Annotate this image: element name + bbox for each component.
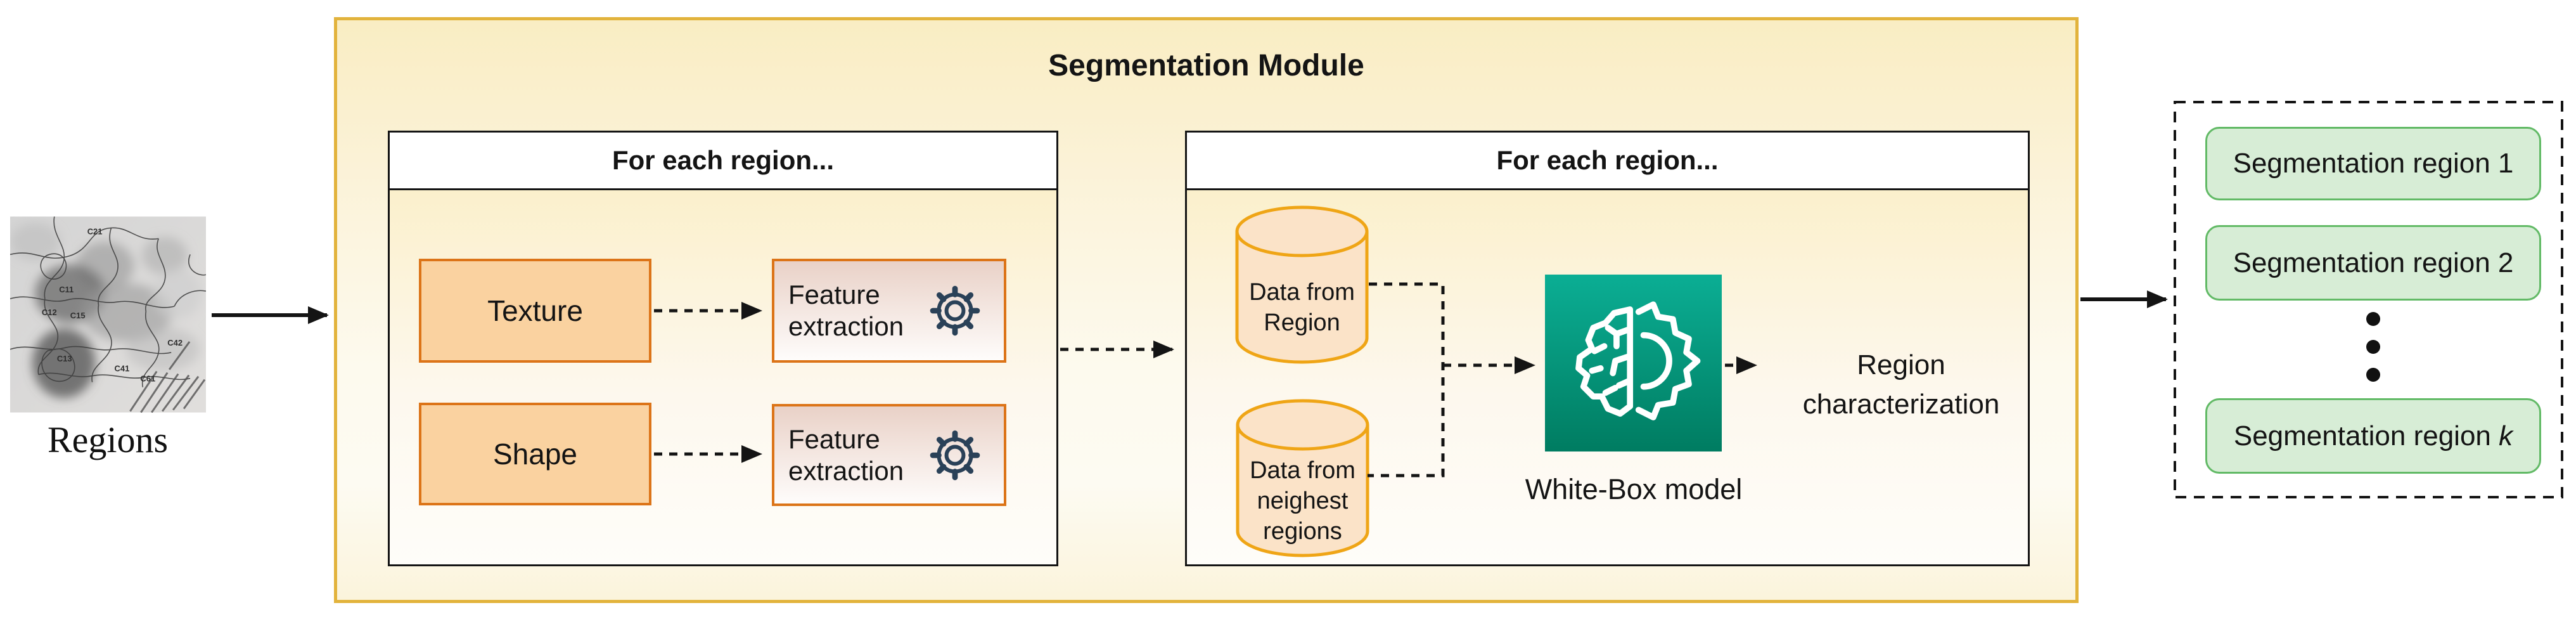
region-label: C42 (167, 338, 183, 347)
region-id-labels: C21 C11 C12 C15 C13 C42 C41 C61 (42, 226, 183, 383)
data-from-region-cylinder: Data from Region (1235, 205, 1369, 364)
characterization-panel: For each region... Data from Region Data… (1185, 131, 2030, 566)
shape-box: Shape (419, 403, 651, 505)
gear-icon (930, 430, 980, 480)
region-label: C15 (70, 311, 86, 320)
region-label: C13 (57, 354, 72, 363)
hatch-marks (129, 341, 206, 413)
segmentation-region-label: Segmentation region (2233, 420, 2491, 451)
feature-extraction-box: Feature extraction (772, 404, 1006, 506)
segmentation-module: Segmentation Module For each region... T… (334, 17, 2079, 603)
regions-micrograph: C21 C11 C12 C15 C13 C42 C41 C61 (10, 216, 206, 413)
region-label: C12 (42, 308, 57, 317)
feature-extraction-label: Feature extraction (788, 424, 904, 486)
ellipsis-dot (2366, 312, 2380, 326)
segmentation-region-index: 2 (2497, 247, 2514, 278)
brain-gear-icon (1575, 301, 1700, 420)
segmentation-region-label: Segmentation region (2233, 247, 2490, 278)
region-characterization-label: Region characterization (1802, 349, 2000, 420)
white-box-model-icon (1545, 275, 1722, 451)
shape-label: Shape (492, 438, 577, 471)
cylinder-shape (1235, 205, 1369, 364)
texture-box: Texture (419, 259, 651, 363)
segmentation-region-index: 1 (2497, 148, 2514, 179)
feature-extraction-box: Feature extraction (772, 259, 1006, 363)
feature-panel: For each region... Texture Shape Feature… (388, 131, 1058, 566)
region-label: C11 (59, 285, 74, 294)
white-box-model-label: White-Box model (1525, 473, 1743, 505)
feature-panel-body: Texture Shape Feature extraction (390, 190, 1056, 564)
data-from-neighbor-regions-cylinder: Data from neighest regions (1236, 399, 1369, 557)
texture-label: Texture (487, 294, 583, 327)
data-from-neighbor-regions-label: Data from neighest regions (1250, 457, 1355, 545)
region-outlines (10, 216, 206, 387)
cylinder-shape (1236, 399, 1369, 557)
characterization-panel-header: For each region... (1187, 133, 2028, 190)
region-label: C21 (87, 226, 103, 236)
region-label: C41 (115, 364, 130, 373)
ellipsis-dot (2366, 340, 2380, 354)
data-from-region-label: Data from Region (1249, 278, 1355, 336)
ellipsis-dot (2366, 368, 2380, 382)
segmentation-region-item: Segmentation region k (2205, 398, 2541, 474)
segmentation-region-label: Segmentation region (2233, 148, 2490, 179)
segmentation-region-item: Segmentation region 2 (2205, 225, 2541, 301)
segmentation-region-index: k (2499, 420, 2513, 451)
feature-extraction-label: Feature extraction (788, 280, 904, 341)
characterization-panel-body: Data from Region Data from neighest regi… (1187, 190, 2028, 564)
regions-image: C21 C11 C12 C15 C13 C42 C41 C61 (10, 216, 206, 413)
module-title: Segmentation Module (1048, 49, 1364, 82)
region-label: C61 (140, 374, 155, 384)
gear-icon (930, 285, 980, 336)
segmentation-region-item: Segmentation region 1 (2205, 127, 2541, 200)
regions-caption: Regions (47, 419, 169, 460)
feature-panel-header: For each region... (390, 133, 1056, 190)
